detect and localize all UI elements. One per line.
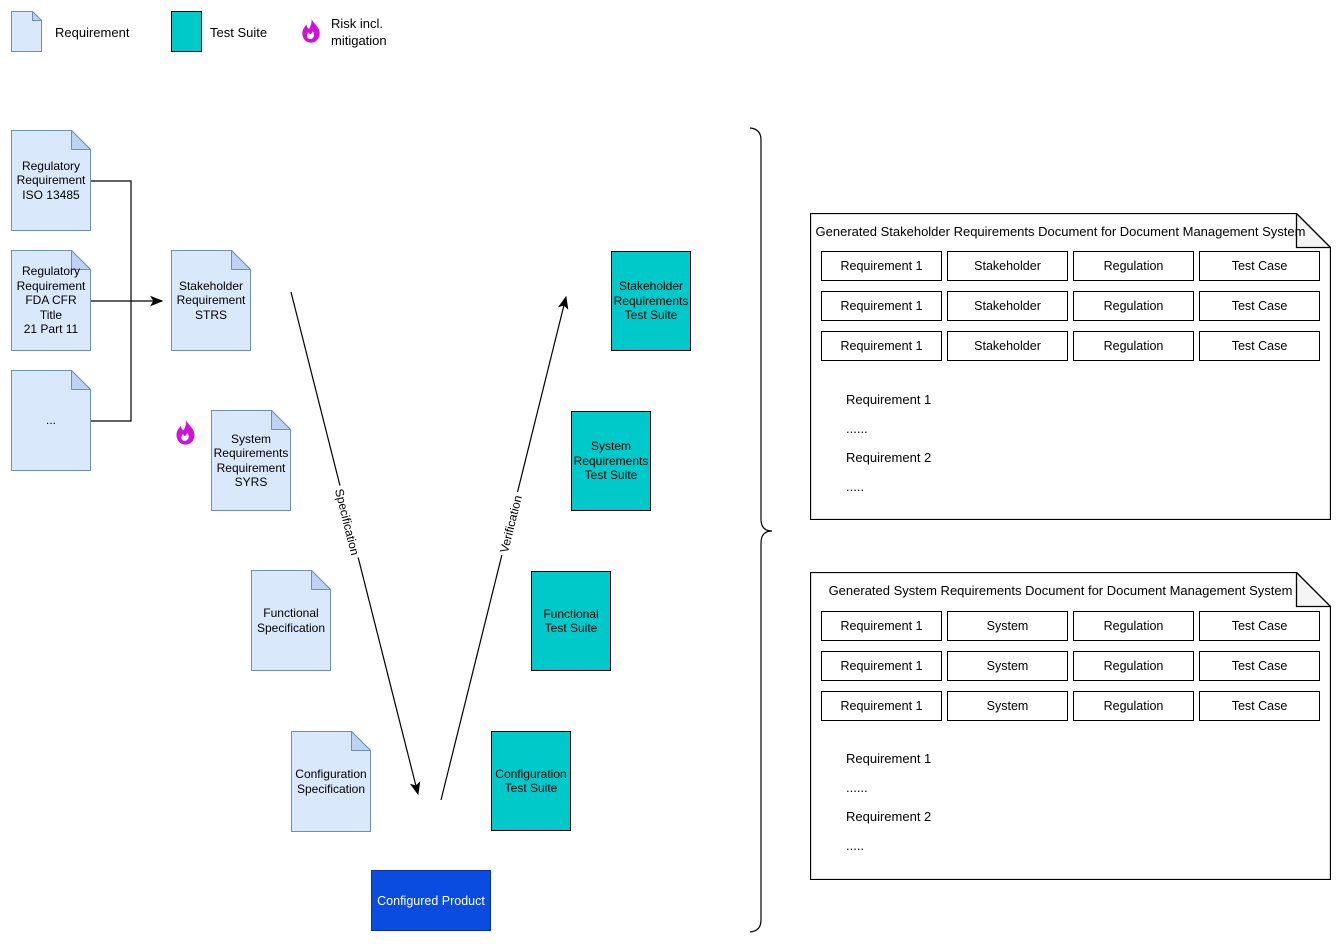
body-line: Requirement 2 xyxy=(846,809,932,824)
risk-flame-icon xyxy=(176,419,195,445)
doc-regulatory-more: ... xyxy=(11,370,91,471)
test-suite-stakeholder-requirements: Stakeholder Requirements Test Suite xyxy=(611,251,691,351)
trace-cell: Test Case xyxy=(1199,291,1320,321)
doc-label: Configuration Specification xyxy=(295,767,367,796)
document-shape xyxy=(291,731,371,832)
trace-cell: Requirement 1 xyxy=(821,291,942,321)
group-brace xyxy=(749,127,773,933)
body-line: Requirement 2 xyxy=(846,450,932,465)
panel-document-shape xyxy=(810,213,1331,520)
panel-document-shape xyxy=(810,572,1331,880)
trace-cell: Test Case xyxy=(1199,331,1320,361)
doc-label: System Requirements Requirement SYRS xyxy=(213,431,289,490)
doc-label: Stakeholder Requirement STRS xyxy=(176,278,246,322)
trace-cell: Regulation xyxy=(1073,251,1194,281)
legend-risk-label: Risk incl. mitigation xyxy=(331,16,387,48)
document-shape xyxy=(251,570,331,671)
doc-system-requirements-syrs: System Requirements Requirement SYRS xyxy=(211,410,291,511)
trace-row: Requirement 1 Stakeholder Regulation Tes… xyxy=(821,291,1320,321)
trace-cell: Requirement 1 xyxy=(821,611,942,641)
trace-cell: Regulation xyxy=(1073,331,1194,361)
doc-label: ... xyxy=(45,413,56,428)
doc-regulatory-iso13485: Regulatory Requirement ISO 13485 xyxy=(11,130,91,231)
trace-row: Requirement 1 Stakeholder Regulation Tes… xyxy=(821,331,1320,361)
document-shape xyxy=(11,250,91,351)
trace-cell: Regulation xyxy=(1073,291,1194,321)
trace-cell: Requirement 1 xyxy=(821,251,942,281)
trace-cell: Regulation xyxy=(1073,611,1194,641)
trace-cell: Requirement 1 xyxy=(821,691,942,721)
trace-row: Requirement 1 System Regulation Test Cas… xyxy=(821,611,1320,641)
legend-requirement-label: Requirement xyxy=(55,25,130,40)
trace-cell: Stakeholder xyxy=(947,251,1068,281)
body-line: ...... xyxy=(846,421,868,436)
body-line: Requirement 1 xyxy=(846,392,932,407)
doc-regulatory-fda: Regulatory Requirement FDA CFR Title 21 … xyxy=(11,250,91,351)
trace-cell: Test Case xyxy=(1199,611,1320,641)
body-line: Requirement 1 xyxy=(846,751,932,766)
doc-configuration-specification: Configuration Specification xyxy=(291,731,371,832)
trace-cell: System xyxy=(947,651,1068,681)
doc-stakeholder-requirement-strs: Stakeholder Requirement STRS xyxy=(171,250,251,351)
panel-body: Requirement 1 ...... Requirement 2 ..... xyxy=(846,385,931,501)
generated-stakeholder-requirements-panel: Generated Stakeholder Requirements Docum… xyxy=(810,213,1331,520)
panel-title: Generated Stakeholder Requirements Docum… xyxy=(815,223,1306,239)
doc-label: Regulatory Requirement FDA CFR Title 21 … xyxy=(16,264,86,337)
trace-cell: Requirement 1 xyxy=(821,331,942,361)
trace-cell: Test Case xyxy=(1199,251,1320,281)
panel-body: Requirement 1 ...... Requirement 2 ..... xyxy=(846,744,931,860)
trace-cell: Stakeholder xyxy=(947,291,1068,321)
trace-row: Requirement 1 System Regulation Test Cas… xyxy=(821,651,1320,681)
trace-cell: Regulation xyxy=(1073,651,1194,681)
legend-requirement-shape xyxy=(11,11,42,52)
body-line: ..... xyxy=(846,479,865,494)
doc-label: Functional Specification xyxy=(256,606,326,635)
trace-cell: Test Case xyxy=(1199,691,1320,721)
doc-functional-specification: Functional Specification xyxy=(251,570,331,671)
trace-cell: Requirement 1 xyxy=(821,651,942,681)
generated-system-requirements-panel: Generated System Requirements Document f… xyxy=(810,572,1331,880)
configured-product-box: Configured Product xyxy=(371,870,491,931)
legend-test-suite-label: Test Suite xyxy=(210,25,268,40)
body-line: ..... xyxy=(846,838,865,853)
body-line: ...... xyxy=(846,780,868,795)
test-suite-configuration: Configuration Test Suite xyxy=(491,731,571,831)
trace-cell: System xyxy=(947,691,1068,721)
document-shape xyxy=(11,370,91,471)
trace-cell: Regulation xyxy=(1073,691,1194,721)
document-shape xyxy=(11,130,91,231)
trace-row: Requirement 1 System Regulation Test Cas… xyxy=(821,691,1320,721)
trace-cell: Test Case xyxy=(1199,651,1320,681)
document-shape xyxy=(211,410,291,511)
legend-risk-flame-icon xyxy=(302,18,320,43)
panel-title: Generated System Requirements Document f… xyxy=(828,582,1293,598)
test-suite-functional: Functional Test Suite xyxy=(531,571,611,671)
doc-label: Regulatory Requirement ISO 13485 xyxy=(16,158,86,202)
document-icon xyxy=(11,11,42,52)
trace-cell: System xyxy=(947,611,1068,641)
trace-row: Requirement 1 Stakeholder Regulation Tes… xyxy=(821,251,1320,281)
document-shape xyxy=(171,250,251,351)
test-suite-system-requirements: System Requirements Test Suite xyxy=(571,411,651,511)
trace-cell: Stakeholder xyxy=(947,331,1068,361)
legend-test-suite-shape xyxy=(171,11,202,52)
